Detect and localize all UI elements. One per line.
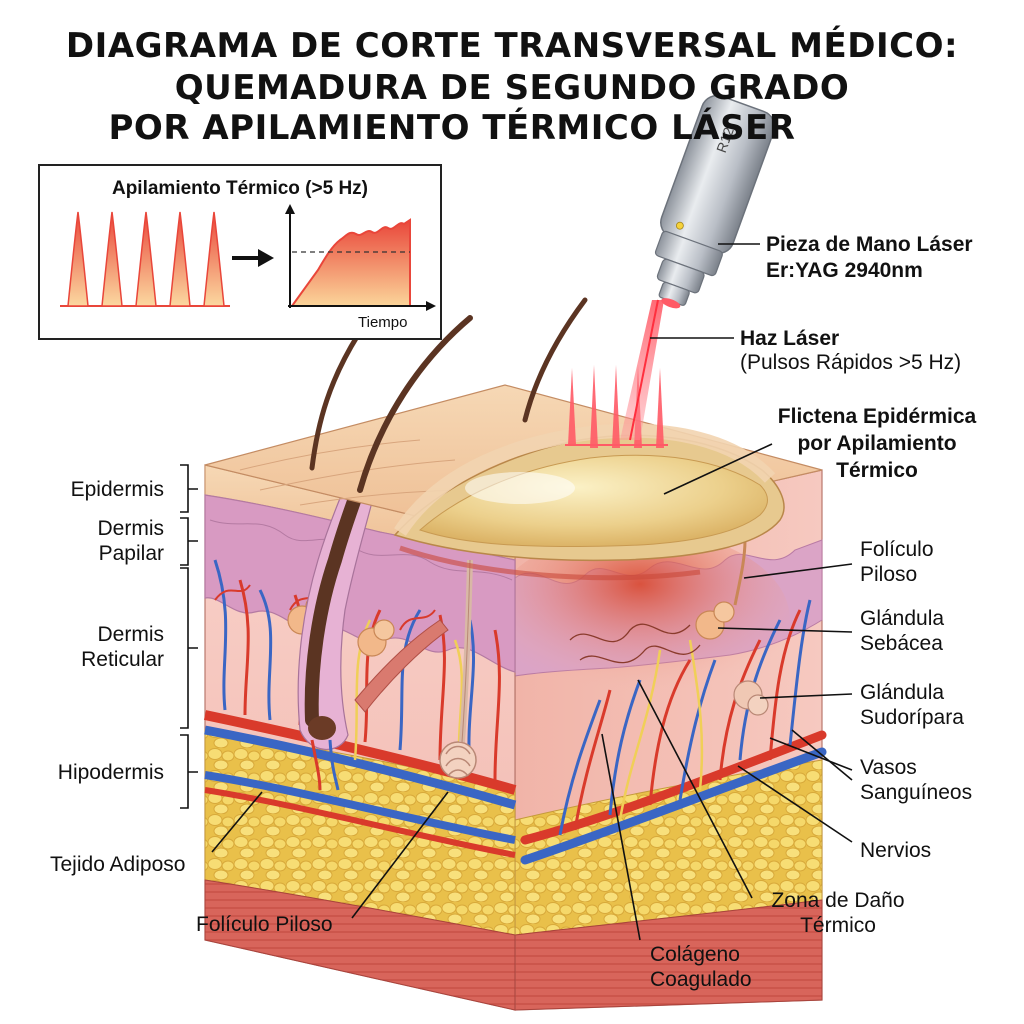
- label-haz-laser-1: Haz Láser: [740, 327, 840, 350]
- label-sebacea-2: Sebácea: [860, 632, 943, 655]
- label-foliculo-1: Folículo: [860, 538, 934, 561]
- leader-lines: [180, 243, 853, 941]
- label-colageno-2: Coagulado: [650, 968, 752, 991]
- title-line-3: POR APILAMIENTO TÉRMICO LÁSER: [108, 108, 796, 148]
- inset-axis-label: Tiempo: [358, 314, 408, 331]
- inset-graphic: [60, 204, 436, 311]
- label-pieza-de-mano-2: Er:YAG 2940nm: [766, 259, 923, 282]
- title-line-2: QUEMADURA DE SEGUNDO GRADO: [174, 68, 850, 108]
- label-pieza-de-mano-1: Pieza de Mano Láser: [766, 233, 973, 256]
- pulse-train: [60, 211, 230, 307]
- label-foliculo-2: Piloso: [860, 563, 918, 586]
- label-dermis-papilar-1: Dermis: [97, 517, 165, 540]
- label-flictena-1: Flictena Epidérmica: [777, 405, 977, 428]
- inset-title: Apilamiento Térmico (>5 Hz): [111, 178, 369, 199]
- hair-follicle-front: [297, 483, 376, 791]
- label-zona-dano-2: Térmico: [800, 914, 876, 937]
- label-dermis-reticular-2: Reticular: [81, 648, 164, 671]
- label-zona-dano-1: Zona de Daño: [771, 889, 905, 912]
- block-right-face: [490, 469, 827, 1011]
- label-hipodermis: Hipodermis: [57, 761, 164, 784]
- label-flictena-3: Térmico: [836, 459, 918, 482]
- stack-arrow: [232, 249, 274, 267]
- stacking-curve: [285, 204, 436, 311]
- label-sebacea-1: Glándula: [860, 607, 945, 630]
- laser-beam: [620, 299, 664, 441]
- label-dermis-papilar-2: Papilar: [98, 542, 164, 565]
- hair-shafts: [309, 297, 588, 493]
- sweat-gland-front: [439, 559, 477, 779]
- label-epidermis: Epidermis: [70, 478, 164, 501]
- blister: [393, 423, 785, 581]
- laser-handpiece: R12: [654, 94, 776, 309]
- label-flictena-2: por Apilamiento: [797, 432, 957, 455]
- label-vasos-2: Sanguíneos: [860, 781, 973, 804]
- label-dermis-reticular-1: Dermis: [97, 623, 165, 646]
- title-line-1: DIAGRAMA DE CORTE TRANSVERSAL MÉDICO:: [65, 26, 959, 66]
- label-foliculo-piloso-bottom: Folículo Piloso: [196, 913, 333, 936]
- label-colageno-1: Colágeno: [650, 943, 740, 966]
- label-haz-laser-2: (Pulsos Rápidos >5 Hz): [740, 351, 962, 374]
- label-vasos-1: Vasos: [860, 756, 917, 779]
- label-sudoripara-1: Glándula: [860, 681, 945, 704]
- label-nervios: Nervios: [860, 839, 932, 862]
- thermal-stacking-inset: Apilamiento Térmico (>5 Hz): [38, 164, 442, 340]
- label-sudoripara-2: Sudorípara: [860, 706, 964, 729]
- label-tejido-adiposo: Tejido Adiposo: [50, 853, 186, 876]
